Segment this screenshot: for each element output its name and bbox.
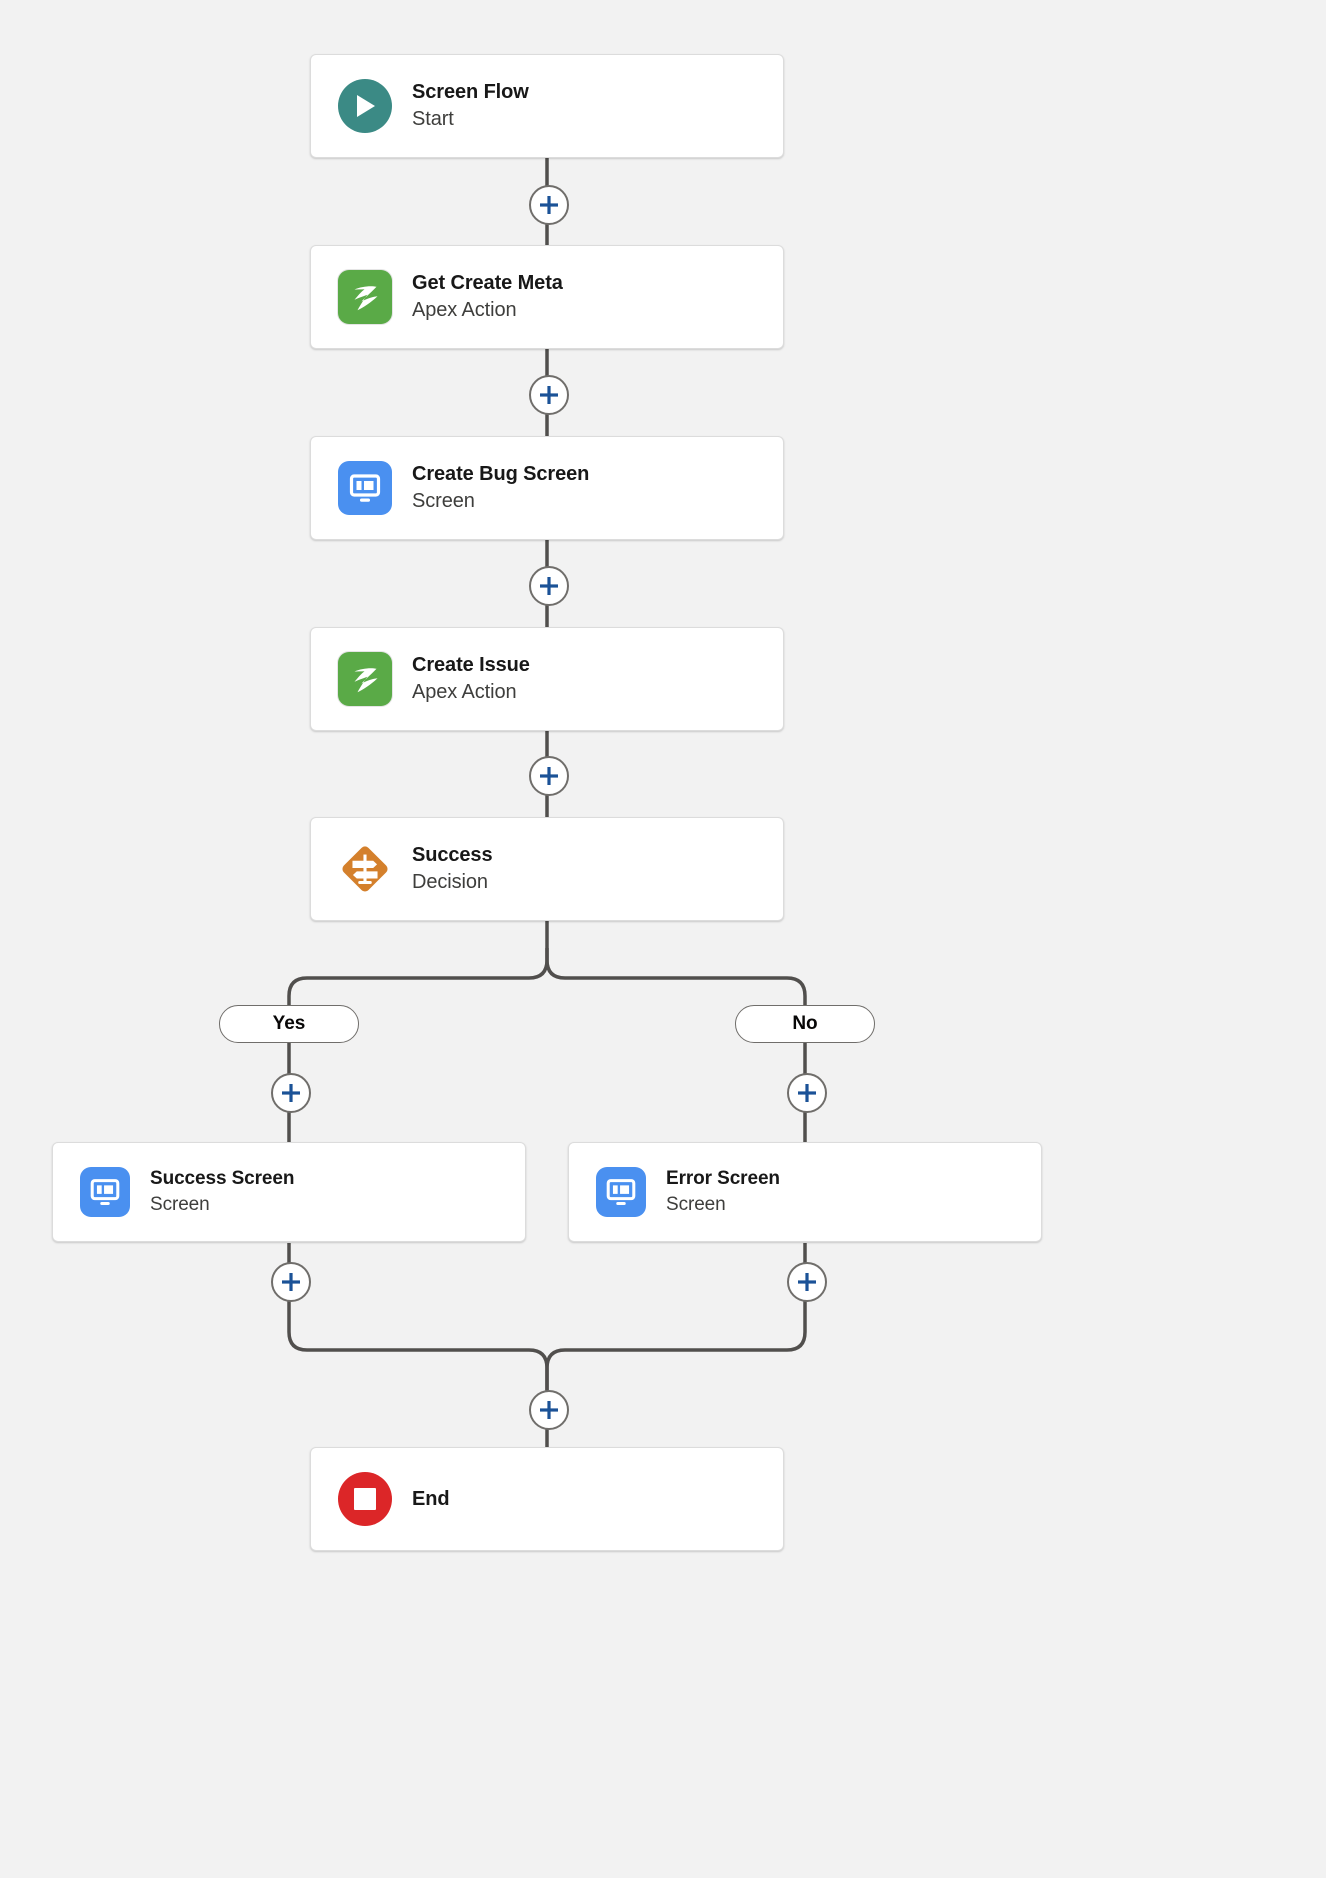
node-text: Create Bug Screen Screen xyxy=(412,461,589,515)
node-title: Error Screen xyxy=(666,1168,780,1190)
branch-label-no[interactable]: No xyxy=(735,1005,875,1043)
flow-node-create-bug-screen[interactable]: Create Bug Screen Screen xyxy=(310,436,784,540)
plus-icon xyxy=(540,767,558,785)
node-text: Screen Flow Start xyxy=(412,79,529,133)
node-subtitle: Apex Action xyxy=(412,681,517,703)
plus-icon xyxy=(540,196,558,214)
flow-node-success-decision[interactable]: Success Decision xyxy=(310,817,784,921)
node-text: Error Screen Screen xyxy=(666,1166,780,1217)
node-subtitle: Screen xyxy=(666,1194,726,1215)
add-element-button[interactable] xyxy=(529,1390,569,1430)
apex-action-icon xyxy=(338,652,392,706)
node-text: Create Issue Apex Action xyxy=(412,652,530,706)
plus-icon xyxy=(282,1273,300,1291)
node-title: Success Screen xyxy=(150,1168,295,1190)
flow-node-success-screen[interactable]: Success Screen Screen xyxy=(52,1142,526,1242)
plus-icon xyxy=(540,577,558,595)
apex-action-icon xyxy=(338,270,392,324)
add-element-button[interactable] xyxy=(787,1073,827,1113)
screen-icon xyxy=(338,461,392,515)
plus-icon xyxy=(540,1401,558,1419)
flow-node-create-issue[interactable]: Create Issue Apex Action xyxy=(310,627,784,731)
node-subtitle: Start xyxy=(412,108,454,130)
screen-icon xyxy=(80,1167,130,1217)
node-text: Success Screen Screen xyxy=(150,1166,294,1217)
add-element-button[interactable] xyxy=(271,1073,311,1113)
add-element-button[interactable] xyxy=(529,375,569,415)
branch-label-yes[interactable]: Yes xyxy=(219,1005,359,1043)
play-circle-icon xyxy=(338,79,392,133)
screen-icon xyxy=(596,1167,646,1217)
stop-circle-icon xyxy=(338,1472,392,1526)
flow-node-start[interactable]: Screen Flow Start xyxy=(310,54,784,158)
branch-label-text: Yes xyxy=(272,1013,306,1034)
add-element-button[interactable] xyxy=(529,566,569,606)
node-title: Success xyxy=(412,844,493,866)
node-title: Get Create Meta xyxy=(412,272,563,294)
node-subtitle: Apex Action xyxy=(412,299,517,321)
node-title: Create Bug Screen xyxy=(412,463,590,485)
node-text: End xyxy=(412,1486,450,1513)
node-text: Success Decision xyxy=(412,842,493,896)
flow-node-get-create-meta[interactable]: Get Create Meta Apex Action xyxy=(310,245,784,349)
node-title: Screen Flow xyxy=(412,81,529,103)
node-text: Get Create Meta Apex Action xyxy=(412,270,563,324)
node-title: End xyxy=(412,1487,450,1510)
add-element-button[interactable] xyxy=(787,1262,827,1302)
node-subtitle: Screen xyxy=(150,1194,210,1215)
node-title: Create Issue xyxy=(412,654,530,676)
plus-icon xyxy=(540,386,558,404)
plus-icon xyxy=(798,1084,816,1102)
node-subtitle: Screen xyxy=(412,490,475,512)
node-subtitle: Decision xyxy=(412,871,488,893)
add-element-button[interactable] xyxy=(529,185,569,225)
add-element-button[interactable] xyxy=(529,756,569,796)
flow-node-error-screen[interactable]: Error Screen Screen xyxy=(568,1142,1042,1242)
add-element-button[interactable] xyxy=(271,1262,311,1302)
branch-label-text: No xyxy=(792,1013,818,1034)
plus-icon xyxy=(282,1084,300,1102)
plus-icon xyxy=(798,1273,816,1291)
decision-diamond-icon xyxy=(338,842,392,896)
flow-node-end[interactable]: End xyxy=(310,1447,784,1551)
